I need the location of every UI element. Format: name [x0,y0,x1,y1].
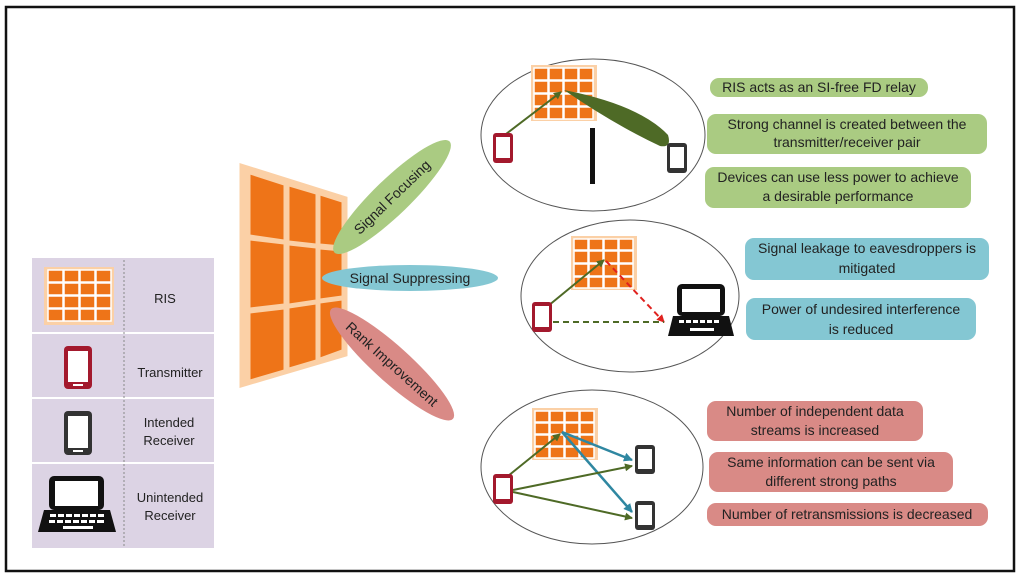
note-bubble [707,503,988,526]
direct-path-arrow [512,491,633,521]
note-interference-line1: Power of undesired interference [762,301,961,317]
scenario-focusing [480,58,706,212]
intended-receiver-phone-icon [635,501,655,530]
beam-label-suppressing: Signal Suppressing [350,270,471,286]
legend-label-unintended-line2: Receiver [144,508,196,523]
note-bubble [746,298,976,340]
note-streams-line1: Number of independent data [726,403,904,419]
notes-focusing: RIS acts as an SI-free FD relay Strong c… [705,78,987,208]
note-strong-channel-line2: transmitter/receiver pair [773,134,920,150]
laptop-icon [38,476,116,532]
intended-receiver-phone-icon [667,143,687,173]
note-less-power-line1: Devices can use less power to achieve [717,169,958,185]
ris-icon [571,236,637,290]
note-bubble [705,167,971,208]
legend-label-intended-line2: Receiver [143,433,195,448]
note-retransmissions: Number of retransmissions is decreased [722,506,973,522]
note-strong-channel-line1: Strong channel is created between the [728,116,967,132]
scenario-rank [480,389,704,545]
transmitter-phone-icon [64,346,92,389]
signal-arrow [505,91,562,135]
reflected-path-arrow [561,431,633,513]
beam-signal-suppressing: Signal Suppressing [322,265,498,291]
direct-path-arrow [512,463,633,491]
note-bubble [710,78,928,97]
note-paths-line1: Same information can be sent via [727,454,935,470]
intended-receiver-phone-icon [635,445,655,474]
note-leakage-line1: Signal leakage to eavesdroppers is [758,240,976,256]
ris-icon [531,65,597,121]
note-paths-line2: different strong paths [765,473,896,489]
laptop-icon [668,284,734,336]
note-bubble [707,114,987,154]
transmitter-phone-icon [493,474,513,504]
note-bubble [709,452,953,492]
legend-label-unintended-line1: Unintended [137,490,204,505]
obstacle-wall [590,128,595,184]
note-bubble [745,238,989,280]
transmitter-phone-icon [532,302,552,332]
legend: RIS Transmitter Intended Receiver [32,258,214,548]
legend-label-intended-line1: Intended [144,415,195,430]
reflected-path-arrow [561,430,633,462]
note-streams-line2: streams is increased [751,422,879,438]
scenario-suppressing [520,219,740,373]
notes-suppressing: Signal leakage to eavesdroppers is mitig… [745,238,989,340]
ris-icon [44,267,114,325]
legend-label-transmitter: Transmitter [137,365,203,380]
intended-receiver-phone-icon [64,411,92,455]
note-ris-relay: RIS acts as an SI-free FD relay [722,79,916,95]
transmitter-phone-icon [493,133,513,163]
focused-beam [564,90,669,147]
suppressed-leakage-arrow [605,260,665,323]
large-ris-surface [239,162,348,389]
legend-label-ris: RIS [154,291,176,306]
signal-arrow [507,433,561,477]
note-bubble [707,401,923,441]
signal-arrow [547,259,605,307]
notes-rank: Number of independent data streams is in… [707,401,988,526]
note-interference-line2: is reduced [829,321,894,337]
note-less-power-line2: a desirable performance [763,188,914,204]
note-leakage-line2: mitigated [839,260,896,276]
